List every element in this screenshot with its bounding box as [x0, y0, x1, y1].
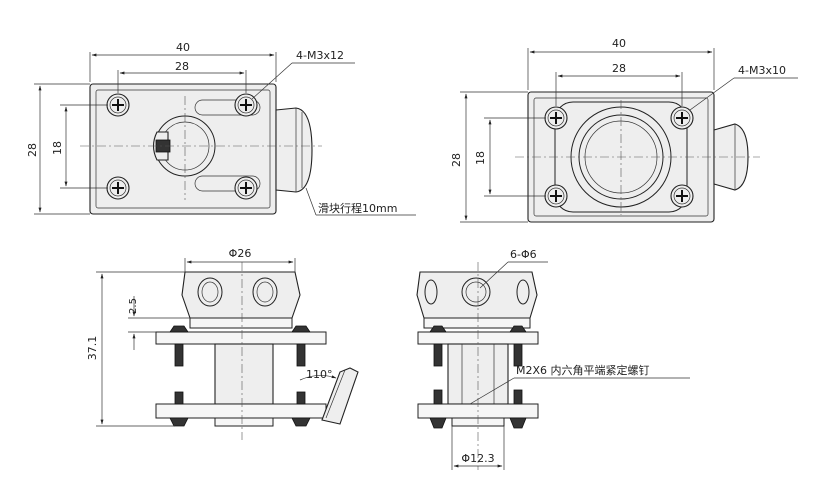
slider-slot-top: [194, 99, 261, 116]
lower-plate: [155, 403, 327, 419]
dim-hole-spacing-28: 28: [612, 62, 626, 75]
dim-height-28: 28: [26, 143, 39, 157]
bolt: [513, 343, 523, 367]
plate-inner: [95, 89, 271, 209]
dim-width-40: 40: [612, 37, 626, 50]
screw-icon: [106, 176, 130, 200]
dim-width-40: 40: [176, 41, 190, 54]
screw-icon: [544, 184, 568, 208]
ring-housing: [416, 271, 538, 319]
screw-icon: [234, 176, 258, 200]
bottom-left-view: 110° Φ26 2.5 37.1: [86, 247, 359, 440]
screw-callout: 4-M3x10: [738, 64, 786, 77]
set-screw-note: M2X6 内六角平端紧定螺钉: [516, 363, 650, 377]
top-left-view: 40 28 28 18 4-M3x12 滑块行程10mm: [26, 41, 416, 216]
dim-angle: 110°: [306, 368, 333, 381]
bolt: [174, 343, 184, 367]
screw-icon: [670, 106, 694, 130]
dim-hole-spacing-18: 18: [51, 141, 64, 155]
screw-icon: [234, 93, 258, 117]
latch-handle: [321, 367, 359, 425]
side-knob: [275, 107, 313, 193]
slider-slot-bottom: [194, 175, 261, 192]
screw-icon: [106, 93, 130, 117]
bolt: [433, 343, 443, 367]
dim-total-height: 37.1: [86, 336, 99, 361]
hole-callout: 6-Φ6: [510, 248, 537, 261]
dim-hole-spacing-18: 18: [474, 151, 487, 165]
bottom-right-view: 6-Φ6 M2X6 内六角平端紧定螺钉 Φ12.3: [416, 248, 690, 470]
bolt: [296, 343, 306, 367]
screw-icon: [544, 106, 568, 130]
dim-offset-2-5: 2.5: [128, 298, 139, 314]
cylinder-body: [214, 343, 274, 405]
front-hole: [461, 277, 491, 307]
upper-plate: [155, 331, 327, 345]
side-hole: [197, 277, 223, 307]
dim-height-28: 28: [450, 153, 463, 167]
screw-icon: [670, 184, 694, 208]
top-right-view: 40 28 28 18 4-M3x10: [450, 37, 798, 223]
side-hole: [516, 279, 530, 305]
slider-travel-note: 滑块行程10mm: [318, 202, 397, 215]
dim-diameter-26: Φ26: [229, 247, 252, 260]
ring-housing: [181, 271, 301, 319]
screw-callout: 4-M3x12: [296, 49, 344, 62]
dim-diameter-12-3: Φ12.3: [461, 452, 494, 465]
side-hole: [252, 277, 278, 307]
side-hole: [424, 279, 438, 305]
dim-hole-spacing-28: 28: [175, 60, 189, 73]
